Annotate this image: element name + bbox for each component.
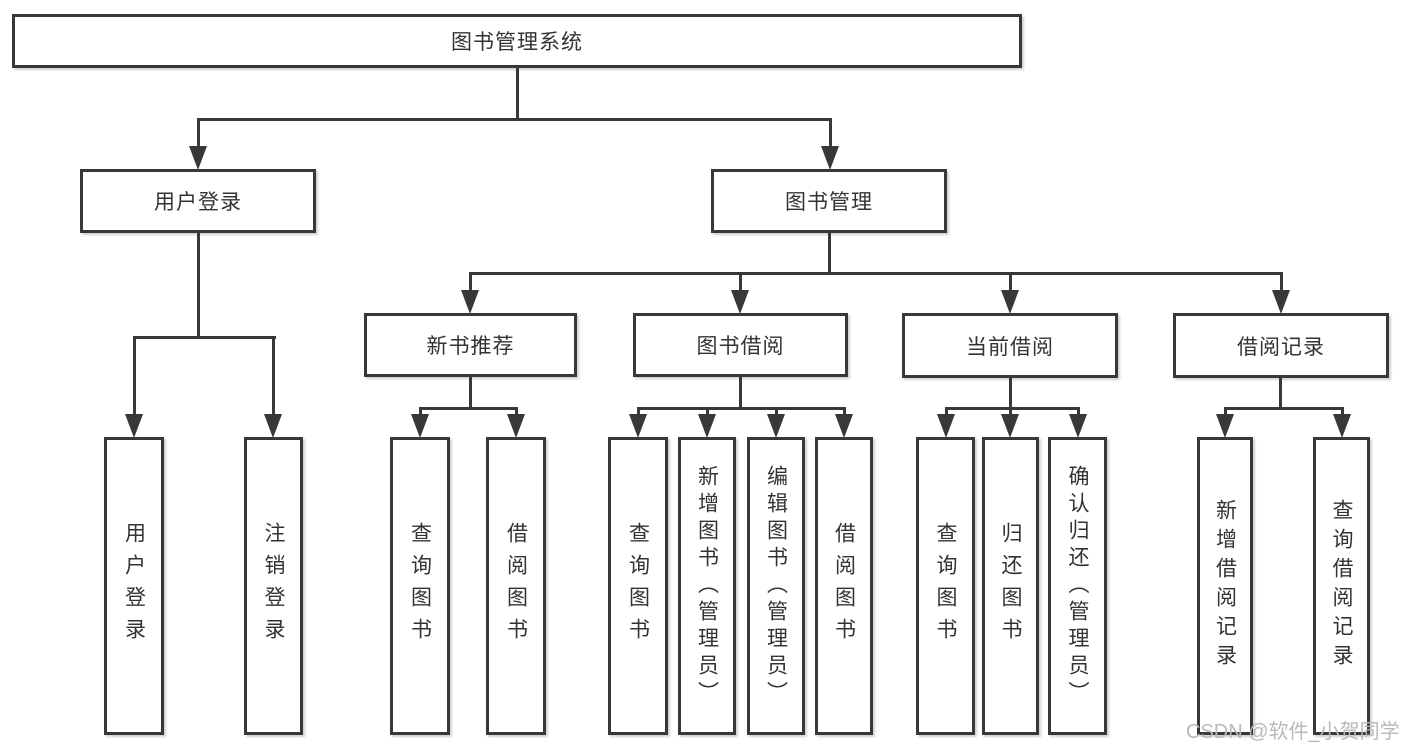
connector-line: [418, 407, 518, 410]
leaf-add-book-admin: 新增图书（管理员）: [678, 437, 736, 735]
connector-line: [944, 407, 1080, 410]
node-current-borrow: 当前借阅: [902, 313, 1118, 378]
arrowhead-icon: [937, 414, 955, 438]
connector-line: [827, 233, 831, 275]
leaf-query-borrow-record: 查询借阅记录: [1313, 437, 1370, 735]
connector-line: [774, 407, 778, 419]
connector-line: [468, 272, 472, 294]
connector-line: [196, 118, 832, 121]
arrowhead-icon: [1333, 414, 1351, 438]
arrowhead-icon: [1216, 414, 1234, 438]
leaf-borrow-book: 借阅图书: [815, 437, 873, 735]
leaf-confirm-return-admin: 确认归还（管理员）: [1048, 437, 1107, 735]
csdn-watermark: CSDN @软件_小贺同学: [1186, 721, 1400, 743]
arrowhead-icon: [821, 146, 839, 170]
connector-line: [1223, 407, 1227, 419]
leaf-borrow-book-recommend: 借阅图书: [486, 437, 546, 735]
arrowhead-icon: [125, 414, 143, 438]
arrowhead-icon: [411, 414, 429, 438]
arrowhead-icon: [698, 414, 716, 438]
connector-line: [1076, 407, 1080, 419]
node-borrow-record: 借阅记录: [1173, 313, 1389, 378]
connector-line: [738, 377, 742, 409]
node-book-borrow: 图书借阅: [633, 313, 848, 377]
connector-line: [196, 233, 200, 339]
connector-line: [828, 118, 832, 151]
connector-line: [132, 336, 136, 416]
connector-line: [1340, 407, 1344, 419]
connector-line: [514, 407, 518, 419]
arrowhead-icon: [461, 290, 479, 314]
leaf-edit-book-admin: 编辑图书（管理员）: [747, 437, 805, 735]
arrowhead-icon: [1069, 414, 1087, 438]
arrowhead-icon: [835, 414, 853, 438]
node-book-management: 图书管理: [711, 169, 947, 233]
connector-line: [1008, 377, 1012, 409]
arrowhead-icon: [189, 146, 207, 170]
connector-line: [705, 407, 709, 419]
node-new-book-recommend: 新书推荐: [364, 313, 577, 377]
connector-line: [1008, 272, 1012, 294]
leaf-query-book-borrow: 查询图书: [608, 437, 668, 735]
connector-line: [842, 407, 846, 419]
connector-line: [515, 68, 519, 121]
arrowhead-icon: [264, 414, 282, 438]
connector-line: [468, 272, 1283, 275]
connector-line: [636, 407, 640, 419]
arrowhead-icon: [1272, 290, 1290, 314]
connector-line: [271, 336, 275, 416]
leaf-logout: 注销登录: [244, 437, 303, 735]
leaf-return-book: 归还图书: [982, 437, 1039, 735]
arrowhead-icon: [1001, 290, 1019, 314]
connector-line: [196, 118, 200, 151]
arrowhead-icon: [629, 414, 647, 438]
connector-line: [1278, 377, 1282, 409]
arrowhead-icon: [1001, 414, 1019, 438]
connector-line: [468, 377, 472, 409]
connector-line: [1223, 407, 1344, 410]
arrowhead-icon: [731, 290, 749, 314]
leaf-query-book-current: 查询图书: [916, 437, 975, 735]
connector-line: [944, 407, 948, 419]
leaf-add-borrow-record: 新增借阅记录: [1197, 437, 1253, 735]
connector-line: [738, 272, 742, 294]
connector-line: [132, 336, 276, 339]
connector-line: [1008, 407, 1012, 419]
node-user-login: 用户登录: [80, 169, 316, 233]
connector-line: [418, 407, 422, 419]
connector-line: [636, 407, 846, 410]
arrowhead-icon: [767, 414, 785, 438]
node-root: 图书管理系统: [12, 14, 1022, 68]
arrowhead-icon: [507, 414, 525, 438]
connector-line: [1279, 272, 1283, 294]
leaf-query-book-recommend: 查询图书: [390, 437, 450, 735]
leaf-user-login: 用户登录: [104, 437, 164, 735]
